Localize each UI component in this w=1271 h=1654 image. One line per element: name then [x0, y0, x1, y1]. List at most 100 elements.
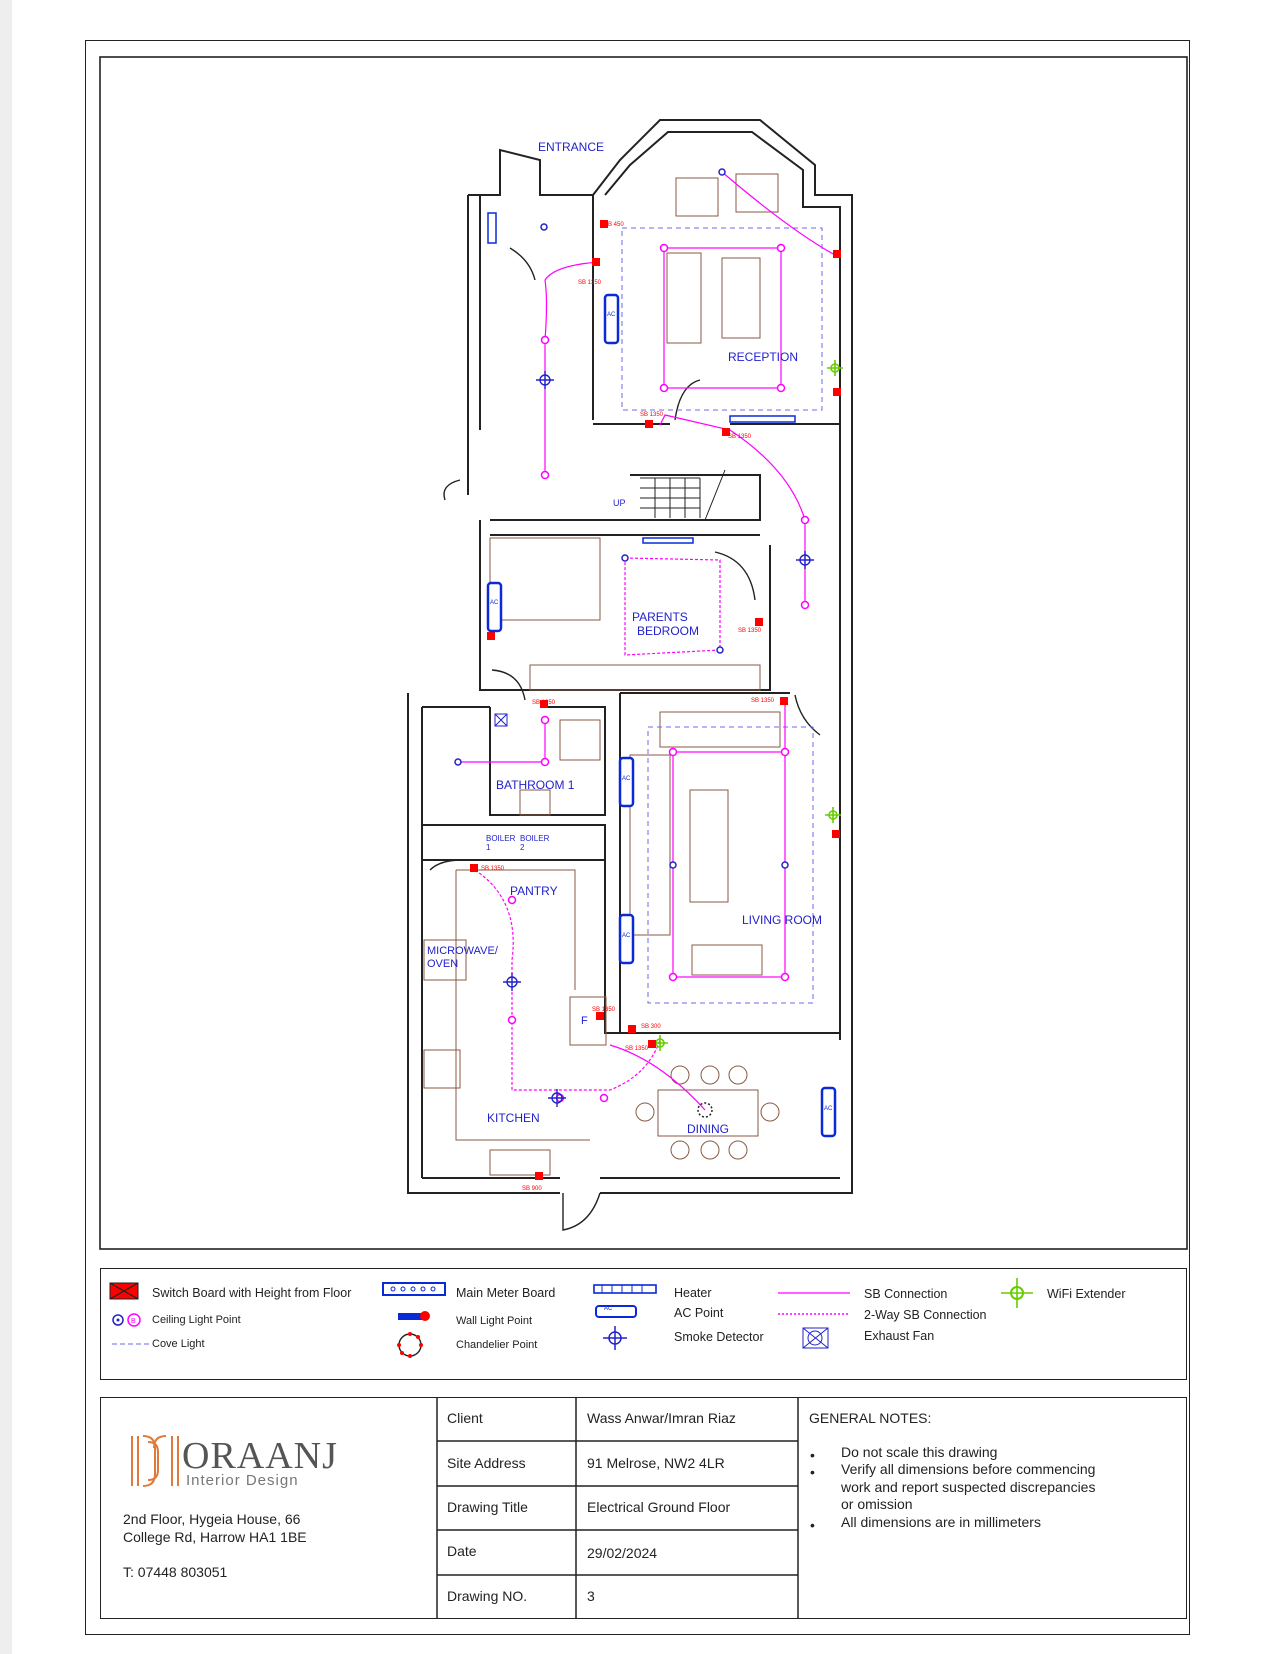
basin [519, 789, 551, 816]
reception-bay [592, 119, 853, 1045]
label-microwave: MICROWAVE/ [427, 945, 498, 957]
room-label-living-room: LIVING ROOM [742, 913, 823, 927]
legend-smoke-detector: Smoke Detector [674, 1330, 764, 1344]
reception-sofa [666, 252, 702, 344]
drawing-number-label: Drawing NO. [447, 1588, 528, 1604]
sb-label: SB 1350 [578, 280, 602, 286]
armchair-2 [735, 173, 779, 213]
smoke-detectors [503, 371, 814, 1107]
wardrobe [529, 664, 761, 691]
company-logo-name: ORAANJ [182, 1435, 338, 1477]
drawing-title-value: Electrical Ground Floor [587, 1499, 731, 1515]
sb-label: SB 1350 [640, 412, 664, 418]
sb-label: SB 1350 [738, 628, 762, 634]
sb-label: SB 300 [641, 1024, 661, 1030]
microwave-unit [423, 939, 467, 981]
drawing-number-value: 3 [587, 1588, 595, 1604]
sb-label: SB 900 [522, 1186, 542, 1192]
legend-wall-light: Wall Light Point [456, 1315, 533, 1327]
company-phone: T: 07448 803051 [123, 1564, 228, 1580]
date-value: 29/02/2024 [587, 1545, 658, 1561]
legend-chandelier: Chandelier Point [456, 1339, 538, 1351]
note-item: Verify all dimensions before commencing [841, 1461, 1096, 1477]
legend-cove-light: Cove Light [152, 1338, 205, 1350]
door-swings [429, 247, 821, 1231]
room-label-kitchen: KITCHEN [487, 1111, 540, 1125]
dining-table [657, 1089, 759, 1137]
page-gutter [0, 0, 12, 1654]
room-label-bedroom: BEDROOM [637, 624, 700, 638]
exhaust-fan [494, 713, 508, 727]
drawing-sheet [85, 40, 1190, 1635]
company-address-1: 2nd Floor, Hygeia House, 66 [123, 1511, 301, 1527]
fridge [569, 996, 607, 1046]
ac-label: AC [604, 1306, 613, 1312]
sb-label: SB 1350 [728, 434, 752, 440]
heaters [487, 212, 796, 544]
legend-sb-connection: SB Connection [864, 1287, 948, 1301]
site-label: Site Address [447, 1455, 526, 1471]
notes-heading: GENERAL NOTES: [809, 1410, 932, 1426]
toilet [559, 719, 601, 761]
sb-connections [458, 171, 836, 1111]
legend-box [100, 1268, 1187, 1380]
ac-label: AC [824, 1106, 833, 1112]
ac-label: AC [607, 312, 616, 318]
lower-bottom [600, 1045, 853, 1194]
staircase [640, 469, 726, 521]
company-address-2: College Rd, Harrow HA1 1BE [123, 1529, 307, 1545]
site-value: 91 Melrose, NW2 4LR [587, 1455, 725, 1471]
chandelier-point [697, 1102, 713, 1118]
note-item: work and report suspected discrepancies [841, 1479, 1096, 1495]
legend-wifi-extender: WiFi Extender [1047, 1287, 1126, 1301]
sb-label: SB 1350 [625, 1046, 649, 1052]
wifi-extenders [652, 360, 843, 1051]
company-logo-subtitle: Interior Design [186, 1472, 299, 1489]
date-label: Date [447, 1543, 477, 1559]
note-item: All dimensions are in millimeters [841, 1514, 1041, 1530]
sb-label: SB 1350 [481, 866, 505, 872]
cove-lights [621, 227, 823, 1004]
legend-two-way: 2-Way SB Connection [864, 1308, 987, 1322]
reception-bay-inner [604, 131, 841, 1040]
entrance-wall-top [468, 148, 594, 420]
label-fridge: F [581, 1015, 588, 1027]
armchair-1 [675, 177, 719, 217]
pantry-wall [604, 860, 620, 1034]
boiler-walls [422, 824, 606, 861]
note-item: or omission [841, 1496, 913, 1512]
ac-label: AC [490, 600, 499, 606]
note-bullet: • [810, 1464, 815, 1480]
label-oven: OVEN [427, 958, 459, 970]
client-label: Client [447, 1410, 483, 1426]
ceiling-light-points [507, 243, 810, 1103]
coffee-table [721, 257, 761, 339]
living-walls [619, 693, 840, 1034]
switch-boards [470, 220, 841, 1180]
lower-left-wall [407, 693, 560, 1194]
room-label-dining: DINING [687, 1122, 729, 1136]
room-label-reception: RECEPTION [728, 350, 799, 364]
legend-ceiling-light: Ceiling Light Point [152, 1314, 241, 1326]
hob [423, 1049, 461, 1089]
client-value: Wass Anwar/Imran Riaz [587, 1410, 736, 1426]
ac-points [486, 293, 837, 1138]
title-block [100, 1397, 1187, 1619]
ac-label: AC [622, 933, 631, 939]
plan-frame [99, 56, 1188, 1250]
legend-main-meter: Main Meter Board [456, 1286, 556, 1300]
legend-heater: Heater [674, 1286, 712, 1300]
sb-label: SB 1350 [532, 700, 556, 706]
legend-switch-board: Switch Board with Height from Floor [152, 1286, 352, 1300]
blue-ceiling-points [454, 168, 789, 869]
stairs-wall [490, 474, 761, 521]
note-bullet: • [810, 1517, 815, 1533]
bed [489, 537, 601, 621]
legend-ac-point: AC Point [674, 1306, 724, 1320]
sb-label: SB 450 [604, 222, 624, 228]
drawing-title-label: Drawing Title [447, 1499, 528, 1515]
room-label-bathroom: BATHROOM 1 [496, 778, 575, 792]
